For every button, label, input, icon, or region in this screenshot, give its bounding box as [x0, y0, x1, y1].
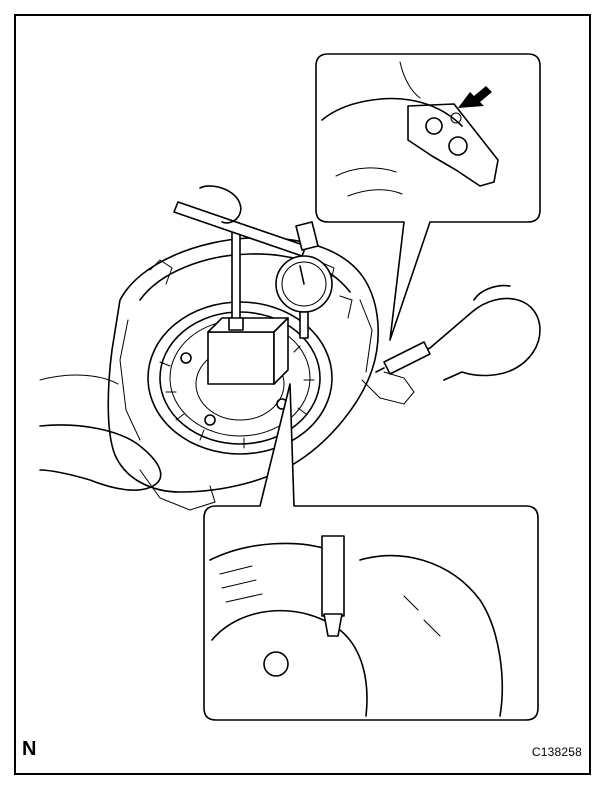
- arrow-pointer-icon: [458, 86, 492, 108]
- detail-callout-indicator-tip: [203, 383, 539, 721]
- detail-callout-oil-hole: [315, 53, 541, 341]
- view-letter: N: [22, 738, 37, 760]
- left-hand: [39, 374, 162, 491]
- reference-code: C138258: [531, 745, 582, 759]
- right-hand-with-tool: [375, 284, 541, 381]
- dial-indicator-stand: [173, 185, 333, 385]
